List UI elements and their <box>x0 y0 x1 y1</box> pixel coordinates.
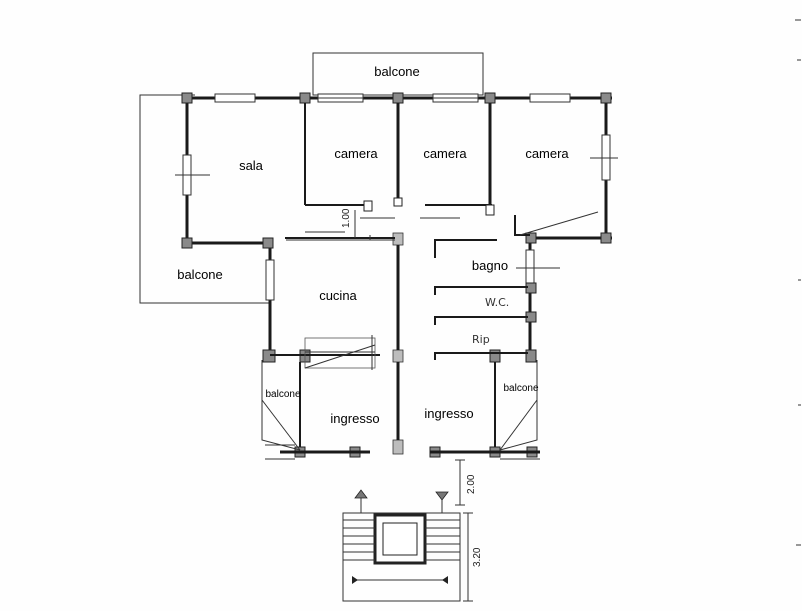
room-label-ingresso-right: ingresso <box>424 406 473 421</box>
dimension-label-corridor: 1.00 <box>341 208 352 228</box>
door-swings <box>305 217 460 233</box>
room-label-bagno: bagno <box>472 258 508 273</box>
interior-partitions <box>285 103 599 440</box>
entry-balconies <box>261 360 538 451</box>
dimension-label-stair: 3.20 <box>472 547 483 567</box>
dimension-label-landing: 2.00 <box>466 474 477 494</box>
dimension-lines <box>354 210 473 602</box>
room-label-camera-2: camera <box>423 146 467 161</box>
room-label-balcone-left: balcone <box>177 267 223 282</box>
room-label-balcone-top: balcone <box>374 64 420 79</box>
room-label-sala: sala <box>239 158 264 173</box>
staircase <box>342 489 461 602</box>
room-label-rip: Rip <box>472 333 490 346</box>
room-label-balcone-se: balcone <box>503 383 538 394</box>
entrance-walls <box>265 444 540 460</box>
kitchen-lower-wall <box>270 335 380 370</box>
scan-edge-marks <box>795 19 801 546</box>
side-windows <box>175 134 618 301</box>
room-label-camera-3: camera <box>525 146 569 161</box>
room-label-camera-1: camera <box>334 146 378 161</box>
top-windows <box>214 93 571 103</box>
bathroom-partitions <box>434 239 528 360</box>
room-label-cucina: cucina <box>319 288 357 303</box>
room-label-wc: W.C. <box>485 296 509 309</box>
room-label-balcone-sw: balcone <box>265 389 300 400</box>
balcony-left-outline <box>139 94 270 304</box>
room-label-ingresso-left: ingresso <box>330 411 379 426</box>
